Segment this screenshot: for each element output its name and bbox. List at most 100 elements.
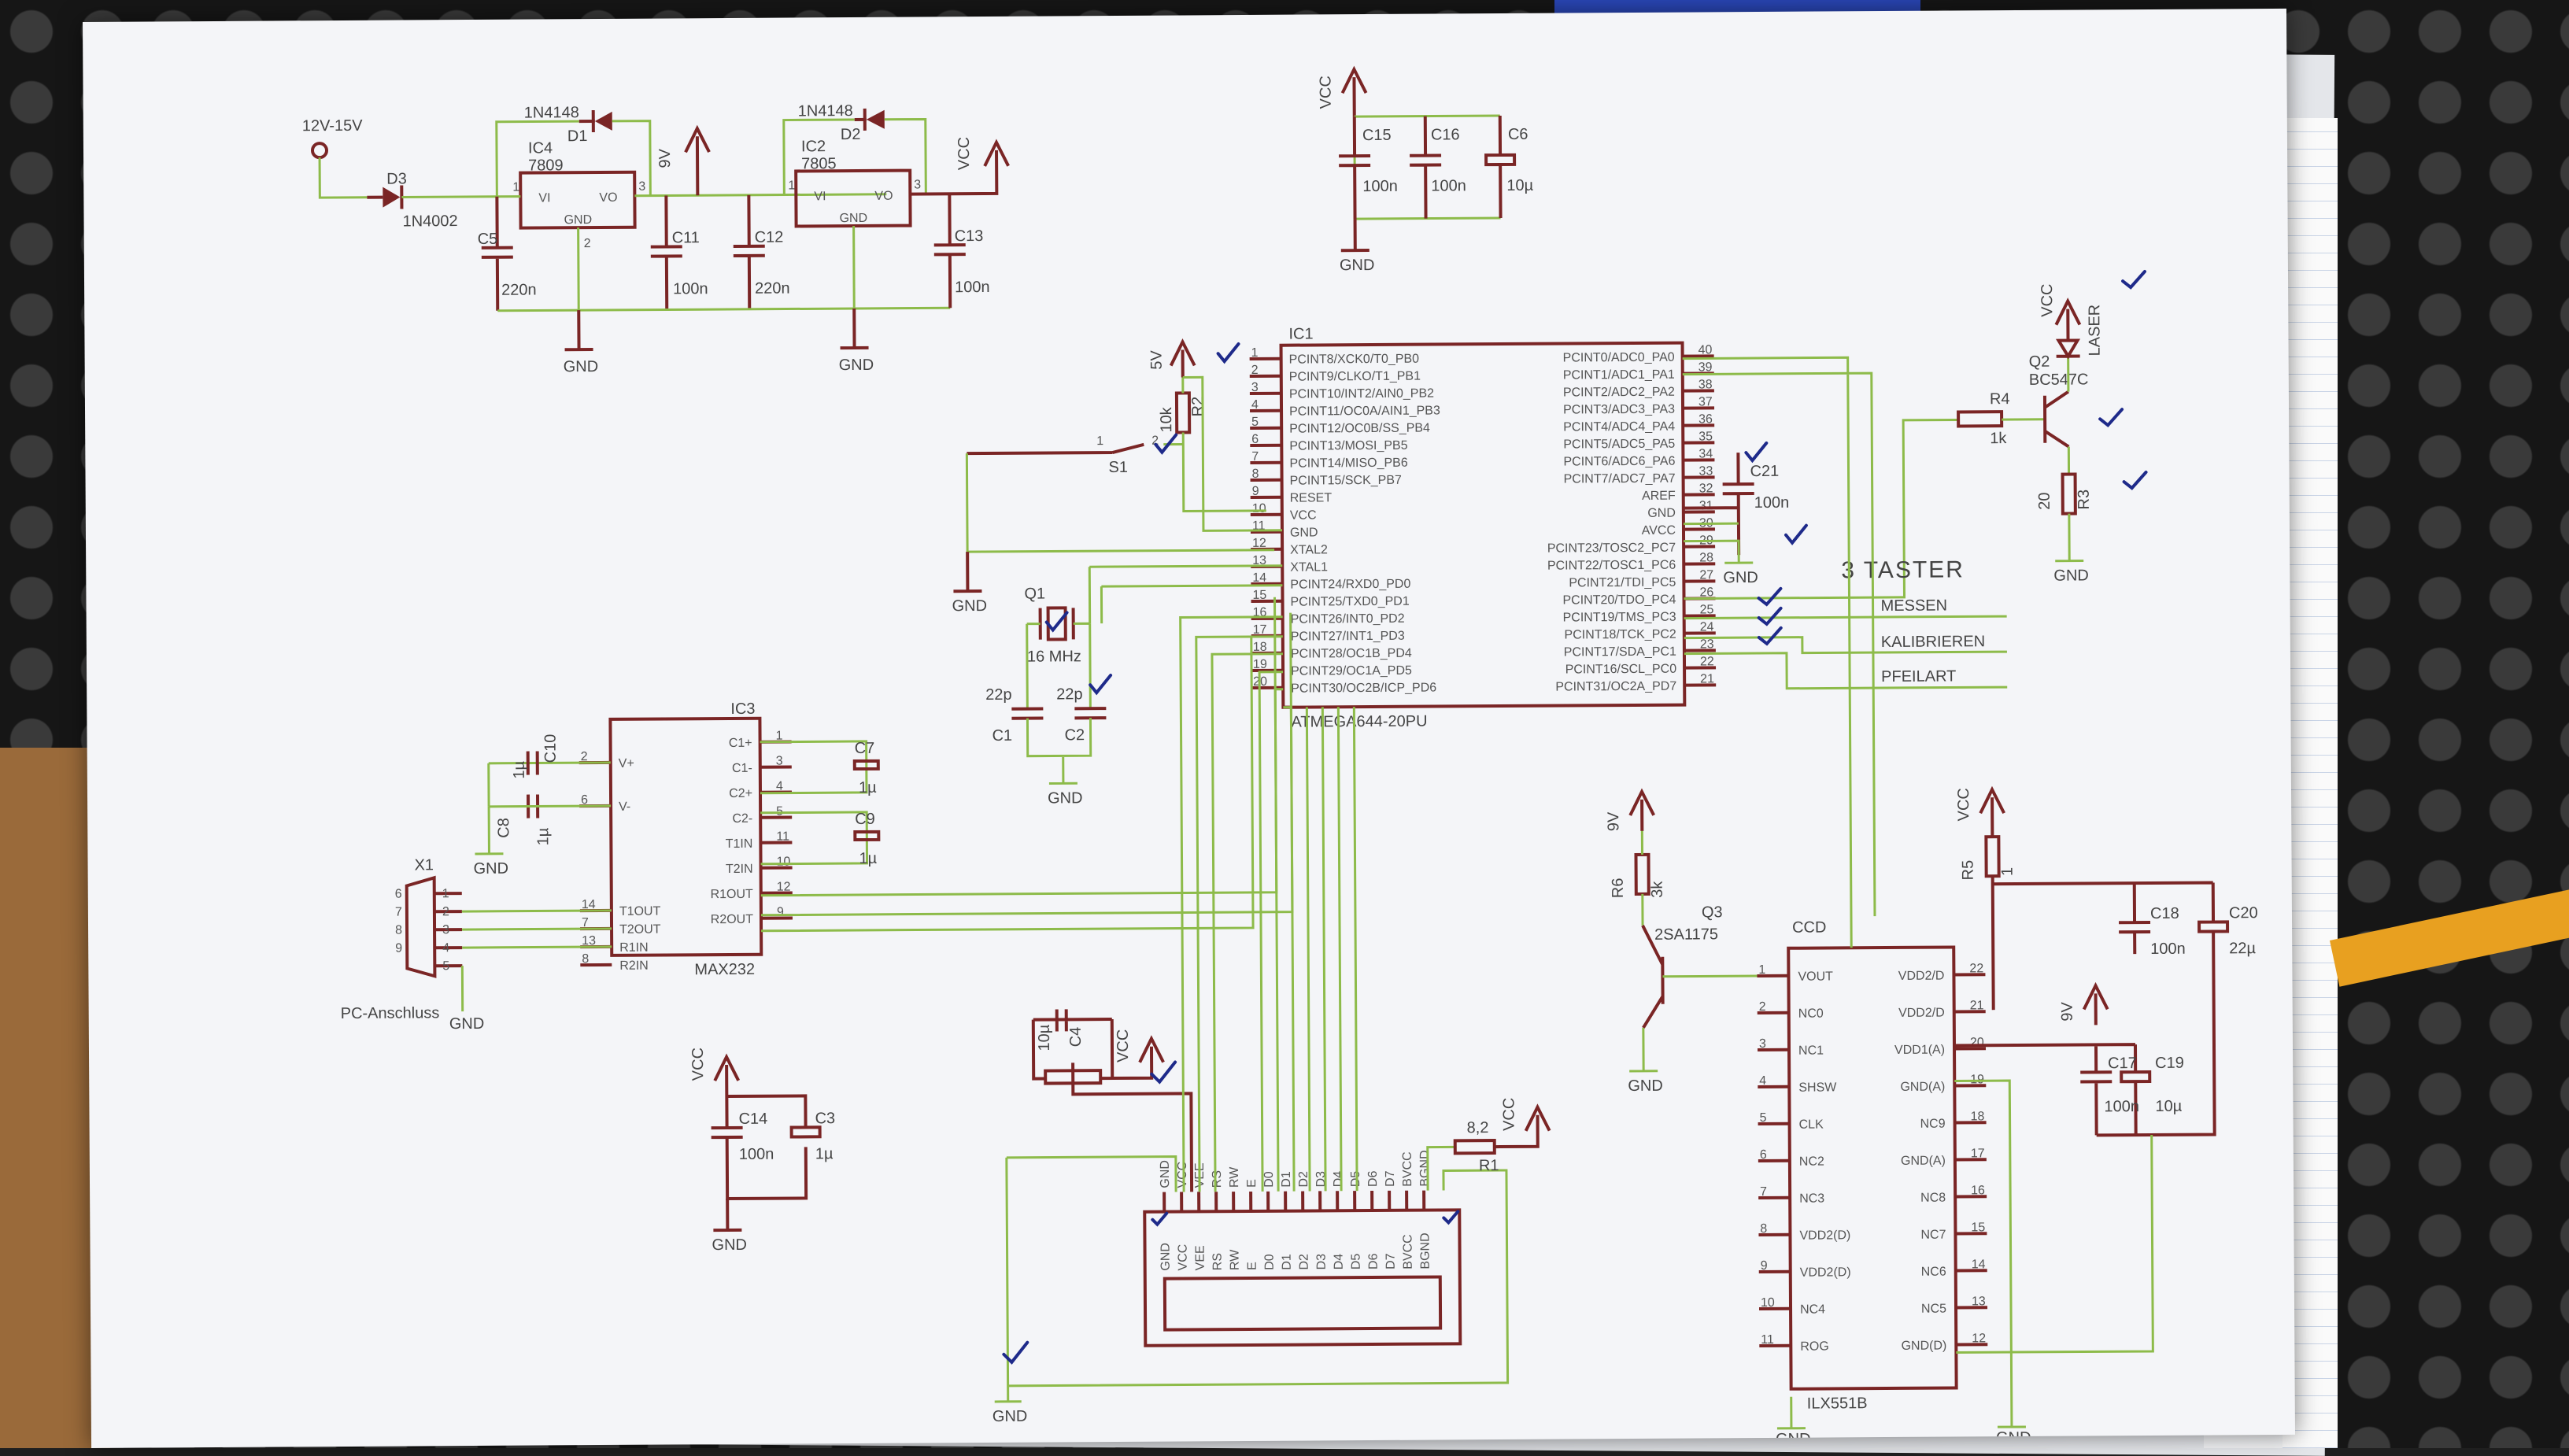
svg-text:22p: 22p — [985, 686, 1012, 704]
lcd-pin-label-inner: E — [1246, 1262, 1259, 1270]
svg-text:2SA1175: 2SA1175 — [1654, 926, 1718, 943]
button-pfeilart: PFEILART — [1881, 667, 1956, 686]
pin-name: PCINT17/SDA_PC1 — [1564, 645, 1676, 660]
pin-name: NC5 — [1921, 1303, 1946, 1316]
pin-name: C1+ — [729, 737, 752, 750]
svg-text:R1: R1 — [1479, 1157, 1499, 1174]
pin-name: VDD2(D) — [1799, 1229, 1850, 1242]
pin-number: 38 — [1698, 378, 1713, 391]
pin-name: VDD2/D — [1898, 1007, 1945, 1020]
connector-pin-number: 9 — [395, 942, 402, 955]
pin-number: 25 — [1700, 603, 1714, 616]
svg-text:R5: R5 — [1960, 860, 1977, 881]
pin-number: 6 — [581, 793, 588, 807]
svg-text:VO: VO — [599, 191, 617, 205]
pin-number: 8 — [582, 952, 589, 966]
lcd-pin-label-inner: D2 — [1298, 1254, 1311, 1270]
pin-number: 1 — [776, 730, 783, 743]
svg-text:CCD: CCD — [1792, 918, 1826, 936]
lcd-supply-caps: VCC C14 100n C3 1µ GND — [689, 1047, 836, 1254]
svg-text:100n: 100n — [2150, 940, 2186, 958]
svg-text:8,2: 8,2 — [1467, 1119, 1489, 1136]
r2-resistor — [1177, 393, 1189, 432]
pin-name: R1IN — [619, 941, 649, 955]
pin-number: 12 — [1252, 537, 1266, 550]
pin-name: XTAL1 — [1290, 560, 1328, 574]
lcd-pin-label-top: D4 — [1332, 1171, 1345, 1188]
lcd-pin-label-top: RS — [1211, 1170, 1224, 1188]
switch-s1 — [967, 445, 1144, 453]
pin-number: 5 — [1251, 416, 1259, 429]
pin-name: PCINT24/RXD0_PD0 — [1290, 578, 1410, 592]
pin-name: PCINT29/OC1A_PD5 — [1291, 664, 1412, 678]
svg-text:IC3: IC3 — [730, 700, 755, 718]
lcd-pin-label-inner: D3 — [1315, 1254, 1329, 1270]
pin-name: PCINT19/TMS_PC3 — [1563, 611, 1676, 625]
pin-number: 15 — [1971, 1221, 1985, 1234]
svg-text:10µ: 10µ — [1506, 177, 1533, 194]
svg-text:Q2: Q2 — [2029, 353, 2050, 371]
pin-name: GND — [1647, 507, 1676, 520]
svg-text:R6: R6 — [1610, 878, 1627, 898]
svg-text:X1: X1 — [414, 856, 434, 874]
svg-text:C13: C13 — [955, 227, 984, 245]
pin-number: 7 — [582, 916, 589, 929]
schematic-sheet: 12V-15V D3 1N4002 1N4148 D1 IC4 7809 VI … — [83, 9, 2295, 1448]
pin-name: NC4 — [1800, 1303, 1825, 1317]
d3-part: 1N4002 — [402, 212, 457, 230]
laser-driver-section: R4 1k Q2 BC547C LASER VCC R3 20 GND — [1682, 283, 2105, 598]
ccd-right-pins: 22VDD2/D21VDD2/D20VDD1(A)19GND(A)18NC917… — [1894, 962, 1987, 1353]
crystal-section: Q1 16 MHz 22p 22p C1 C2 GND — [985, 566, 1284, 807]
svg-text:100n: 100n — [739, 1146, 774, 1163]
ic4-part: 7809 — [528, 157, 564, 174]
svg-text:GND: GND — [952, 597, 987, 615]
pin-name: PCINT25/TXD0_PD1 — [1290, 595, 1409, 609]
d3-ref: D3 — [386, 170, 407, 187]
svg-text:R2: R2 — [1189, 397, 1207, 417]
svg-text:GND: GND — [1628, 1077, 1663, 1095]
svg-text:1µ: 1µ — [511, 760, 528, 778]
pin-number: 32 — [1699, 482, 1713, 495]
svg-text:VI: VI — [538, 191, 550, 205]
svg-text:S1: S1 — [1108, 459, 1128, 476]
pin-name: VOUT — [1798, 970, 1833, 983]
pin-number: 17 — [1253, 623, 1267, 637]
pin-name: PCINT28/OC1B_PD4 — [1291, 647, 1412, 661]
lcd-pin-label-top: E — [1245, 1179, 1259, 1188]
pin-name: PCINT8/XCK0/T0_PB0 — [1289, 353, 1420, 367]
pin-number: 3 — [1251, 381, 1259, 394]
svg-text:1k: 1k — [1990, 430, 2007, 447]
reset-section: 5V R2 10k 1 2 S1 GND — [951, 342, 1283, 615]
input-terminal-icon — [312, 143, 327, 157]
pin-number: 8 — [1251, 467, 1259, 481]
svg-text:C21: C21 — [1750, 463, 1779, 480]
svg-text:C18: C18 — [2150, 905, 2179, 922]
svg-text:LASER: LASER — [2086, 305, 2103, 357]
pin-number: 13 — [1972, 1295, 1986, 1308]
mcu-ref: IC1 — [1288, 325, 1313, 342]
pin-name: SHSW — [1798, 1081, 1837, 1094]
lcd-pin-label-inner: RW — [1229, 1249, 1242, 1270]
pin-name: PCINT3/ADC3_PA3 — [1563, 403, 1675, 417]
pin-number: 18 — [1253, 641, 1267, 654]
pin-name: PCINT7/ADC7_PA7 — [1564, 472, 1676, 486]
svg-text:C10: C10 — [542, 734, 560, 763]
pin-number: 10 — [1252, 502, 1266, 516]
svg-text:ILX551B: ILX551B — [1807, 1395, 1868, 1412]
svg-text:Q3: Q3 — [1702, 904, 1723, 921]
pin-number: 34 — [1698, 447, 1713, 460]
pin-name: NC2 — [1799, 1155, 1824, 1169]
pin-name: PCINT21/TDI_PC5 — [1569, 576, 1676, 590]
lcd-pin-label-inner: GND — [1159, 1243, 1173, 1271]
pin-number: 14 — [1252, 571, 1266, 585]
svg-text:C8: C8 — [495, 818, 512, 838]
pin-name: XTAL2 — [1290, 543, 1328, 556]
pin-number: 2 — [581, 750, 588, 763]
svg-text:GND: GND — [1723, 569, 1758, 586]
d1-ref: D1 — [567, 127, 588, 145]
connector-pin-number: 4 — [442, 941, 449, 955]
svg-text:GND: GND — [564, 213, 592, 227]
pin-number: 37 — [1698, 395, 1713, 408]
